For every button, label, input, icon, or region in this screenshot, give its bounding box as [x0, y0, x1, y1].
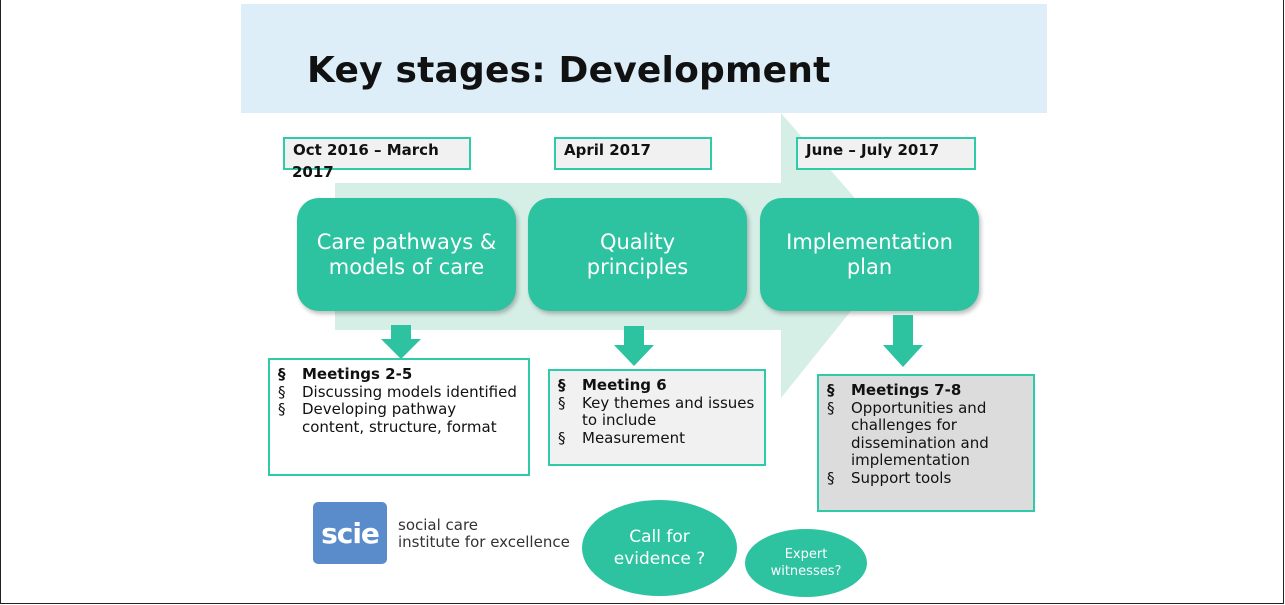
date-label-3: June – July 2017: [806, 141, 940, 159]
list-item-text: Discussing models identified: [302, 382, 517, 401]
title-band: [241, 4, 1047, 113]
stage-quality-principles-label: Quality principles: [586, 229, 689, 279]
bullet-icon: §: [558, 376, 566, 394]
list-item: § Key themes and issues to include: [556, 393, 756, 430]
date-box-stage-1: Oct 2016 – March: [283, 137, 471, 170]
down-arrow-3: [883, 315, 923, 367]
bullet-icon: §: [278, 400, 286, 418]
bullet-icon: §: [558, 393, 566, 412]
bullet-icon: §: [827, 468, 835, 487]
list-item-text: Meetings 2-5: [302, 365, 413, 383]
list-item: § Meetings 7-8: [825, 381, 1025, 400]
scie-logo-text: social care institute for excellence: [398, 517, 570, 551]
stage-quality-principles: Quality principles: [528, 198, 747, 311]
call-for-evidence-label: Call for evidence ?: [613, 527, 706, 569]
detail-list-1: § Meetings 2-5 § Discussing models ident…: [276, 365, 520, 436]
list-item-text: Meeting 6: [582, 376, 667, 394]
detail-box-stage-1: § Meetings 2-5 § Discussing models ident…: [268, 358, 530, 476]
list-item: § Measurement: [556, 428, 756, 448]
list-item: § Meeting 6: [556, 376, 756, 395]
down-arrow-2: [614, 326, 654, 366]
detail-list-2: § Meeting 6 § Key themes and issues to i…: [556, 376, 756, 448]
list-item: § Meetings 2-5: [276, 365, 520, 384]
detail-box-stage-2: § Meeting 6 § Key themes and issues to i…: [548, 369, 766, 466]
bullet-icon: §: [827, 398, 835, 417]
list-item-text: Support tools: [851, 468, 952, 487]
expert-witnesses-label: Expert witnesses?: [770, 547, 842, 579]
date-box-stage-3: June – July 2017: [796, 137, 976, 170]
detail-box-stage-3: § Meetings 7-8 § Opportunities and chall…: [817, 374, 1035, 512]
list-item: § Discussing models identified: [276, 382, 520, 402]
list-item: § Support tools: [825, 468, 1025, 488]
list-item-text: Developing pathway content, structure, f…: [302, 400, 497, 436]
bullet-icon: §: [827, 381, 835, 399]
bullet-icon: §: [278, 365, 286, 383]
page-title: Key stages: Development: [307, 50, 831, 91]
bullet-icon: §: [558, 428, 566, 447]
list-item-text: Opportunities and challenges for dissemi…: [851, 398, 989, 469]
stage-care-pathways: Care pathways & models of care: [297, 198, 516, 311]
date-label-2: April 2017: [564, 141, 651, 159]
call-for-evidence-ellipse: Call for evidence ?: [582, 500, 737, 596]
bullet-icon: §: [278, 382, 286, 401]
scie-logo-badge: scie: [313, 502, 387, 564]
date-box-stage-2: April 2017: [554, 137, 712, 170]
detail-list-3: § Meetings 7-8 § Opportunities and chall…: [825, 381, 1025, 488]
list-item: § Developing pathway content, structure,…: [276, 400, 520, 436]
stage-care-pathways-label: Care pathways & models of care: [316, 229, 497, 279]
stage-implementation-plan-label: Implementation plan: [786, 229, 953, 279]
scie-logo-line-1: social care: [398, 516, 479, 534]
stage-implementation-plan: Implementation plan: [760, 198, 979, 311]
date-label-1: Oct 2016 – March: [293, 141, 439, 159]
date-label-1-line-2: 2017: [292, 163, 334, 181]
list-item-text: Key themes and issues to include: [582, 393, 755, 429]
down-arrow-1: [381, 325, 421, 359]
expert-witnesses-ellipse: Expert witnesses?: [745, 529, 867, 597]
scie-logo-line-2: institute for excellence: [398, 533, 570, 551]
list-item-text: Meetings 7-8: [851, 381, 962, 399]
list-item-text: Measurement: [582, 428, 685, 447]
list-item: § Opportunities and challenges for disse…: [825, 398, 1025, 470]
